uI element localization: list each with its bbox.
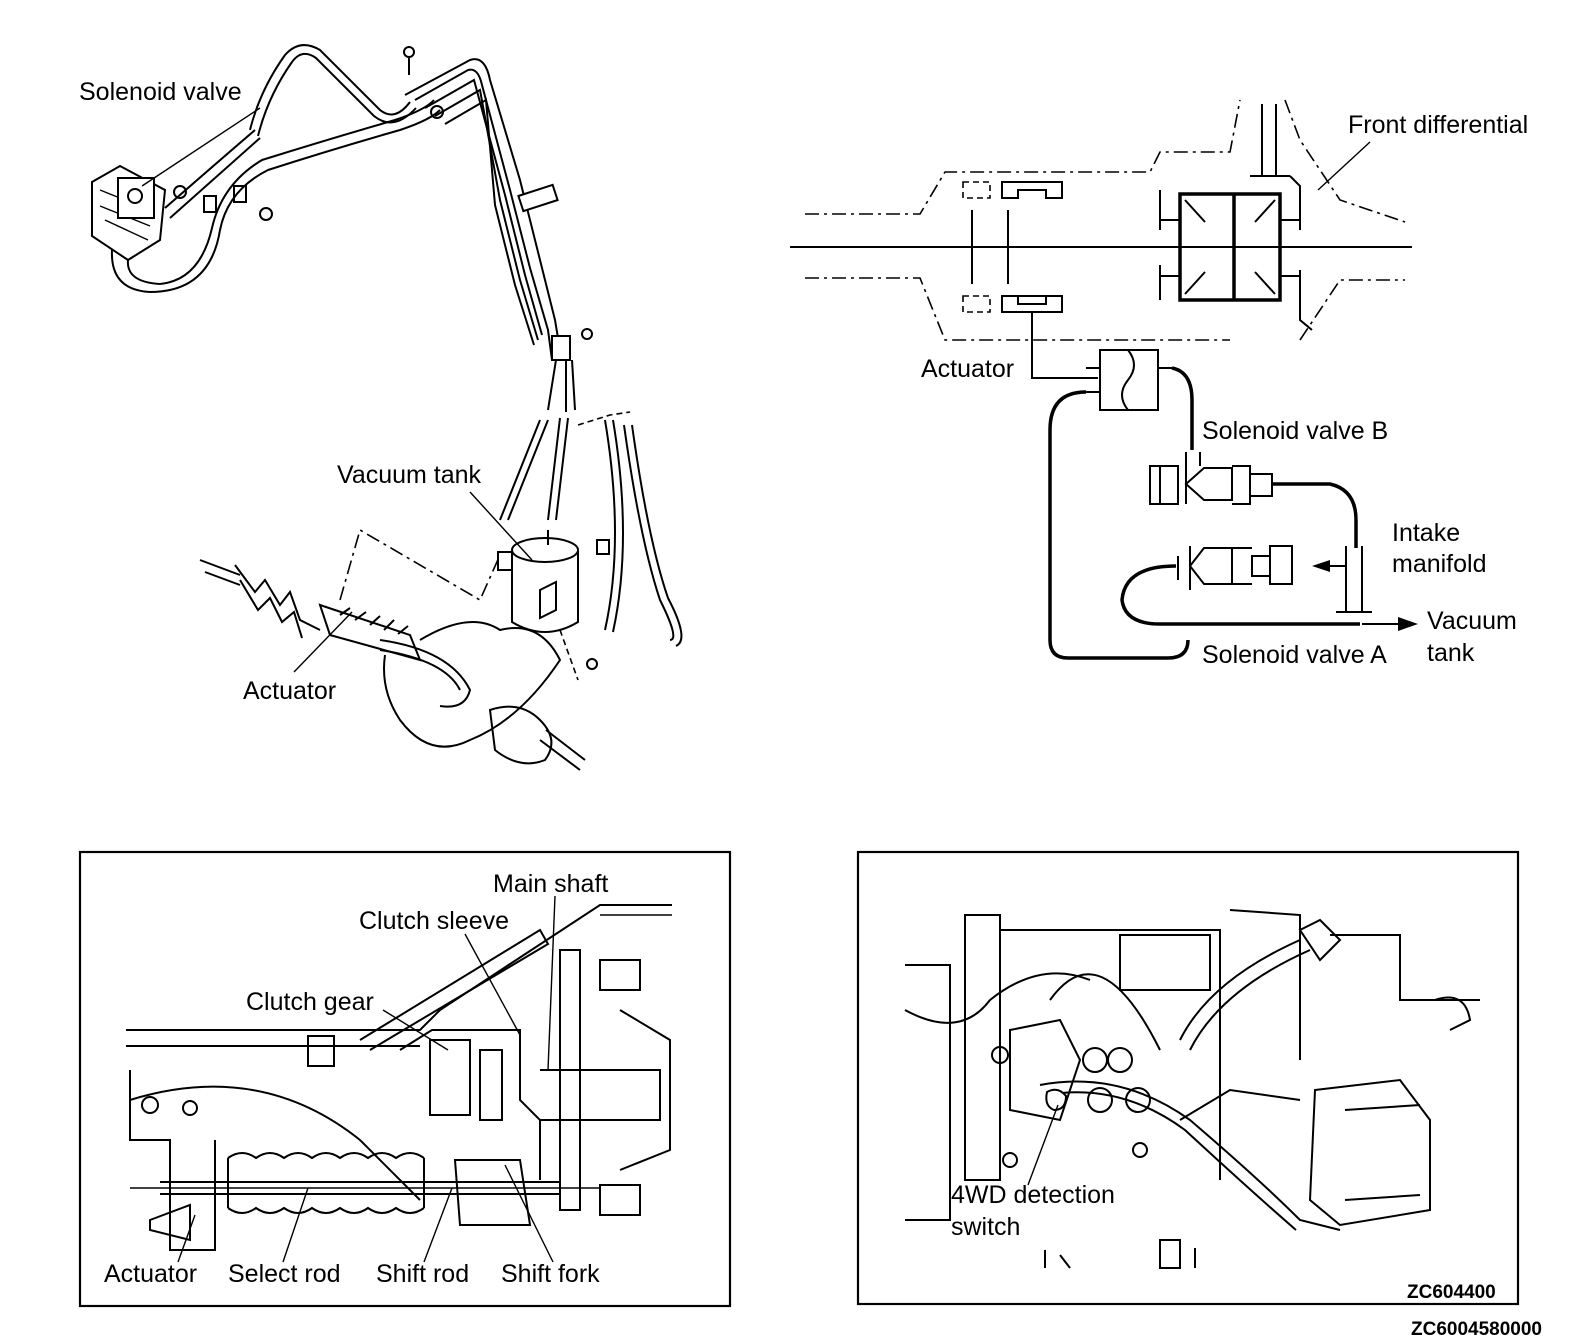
figure-code-page: ZC6004580000 [1411, 1319, 1542, 1340]
actuator-assembly-drawing [199, 559, 586, 771]
label-solenoid-valve-a: Solenoid valve A [1202, 641, 1387, 669]
front-differential-symbol [1159, 104, 1313, 331]
label-solenoid-valve-b: Solenoid valve B [1202, 417, 1388, 445]
vacuum-hoses-drawing [149, 44, 593, 412]
4wd-switch-location-panel: 4WD detection switch ZC604400 [856, 850, 1520, 1306]
label-vacuum-tank: Vacuum tank [337, 461, 482, 489]
solenoid-valve-drawing [91, 164, 273, 293]
label-intake-manifold-line1: Intake [1392, 519, 1460, 547]
label-4wd-detection-switch-line1: 4WD detection [951, 1181, 1115, 1209]
label-vacuum-tank-line2: tank [1427, 639, 1475, 667]
vacuum-hose-routing-illustration: Solenoid valve Vacuum tank Actuator [79, 44, 683, 771]
solenoid-valve-b-symbol [1149, 452, 1273, 505]
label-4wd-detection-switch-line2: switch [951, 1213, 1020, 1241]
label-vacuum-tank-line1: Vacuum [1427, 607, 1517, 635]
label-clutch-gear: Clutch gear [246, 988, 374, 1016]
figure-code-panel: ZC604400 [1407, 1282, 1496, 1303]
label-main-shaft: Main shaft [493, 870, 608, 898]
label-shift-fork: Shift fork [501, 1260, 600, 1288]
transfer-cutaway-panel: Main shaft Clutch sleeve Clutch gear Act… [78, 850, 732, 1308]
solenoid-valve-a-symbol [1177, 545, 1293, 590]
label-clutch-sleeve: Clutch sleeve [359, 907, 509, 935]
label-actuator-cutaway: Actuator [104, 1260, 197, 1288]
panel-frame-left [78, 850, 732, 1308]
label-intake-manifold-line2: manifold [1392, 550, 1487, 578]
label-shift-rod: Shift rod [376, 1260, 469, 1288]
actuator-symbol [1086, 349, 1172, 411]
label-front-differential: Front differential [1348, 111, 1528, 139]
label-actuator-schematic: Actuator [921, 355, 1014, 383]
label-select-rod: Select rod [228, 1260, 341, 1288]
vacuum-system-schematic: Front differential Actuator Solenoid val… [790, 99, 1528, 669]
label-solenoid-valve: Solenoid valve [79, 78, 242, 106]
panel-frame-right [856, 850, 1520, 1306]
label-actuator: Actuator [243, 677, 336, 705]
